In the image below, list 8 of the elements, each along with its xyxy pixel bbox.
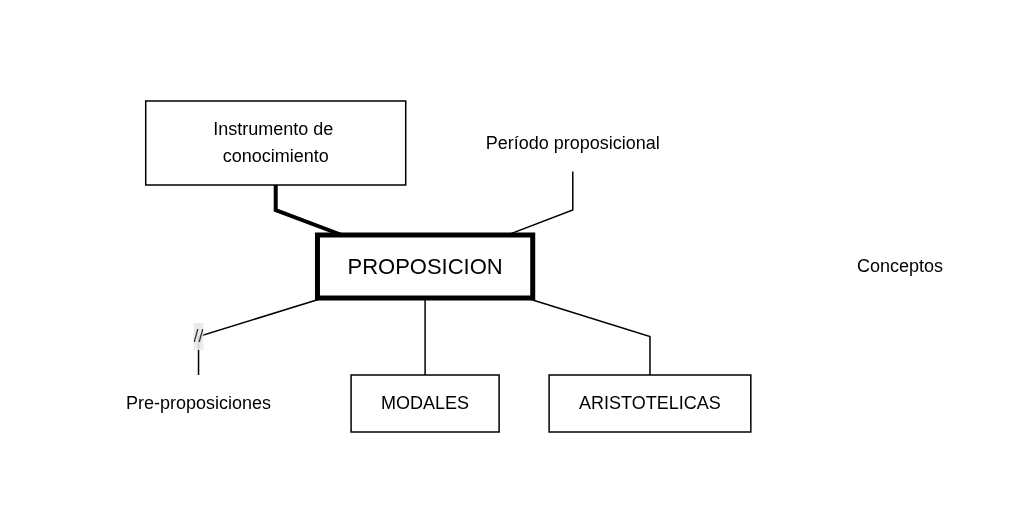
- node-text: Período proposicional: [485, 132, 660, 152]
- node-box: MODALES: [350, 373, 500, 433]
- node-box: ARISTOTELICAS: [548, 373, 752, 433]
- edge-label: //: [193, 325, 204, 346]
- node-text: Pre-proposiciones: [126, 392, 272, 413]
- node-box: PROPOSICION: [315, 232, 536, 300]
- note-text: Conceptos: [857, 255, 945, 277]
- node-box: Instrumento de conocimiento: [145, 99, 407, 186]
